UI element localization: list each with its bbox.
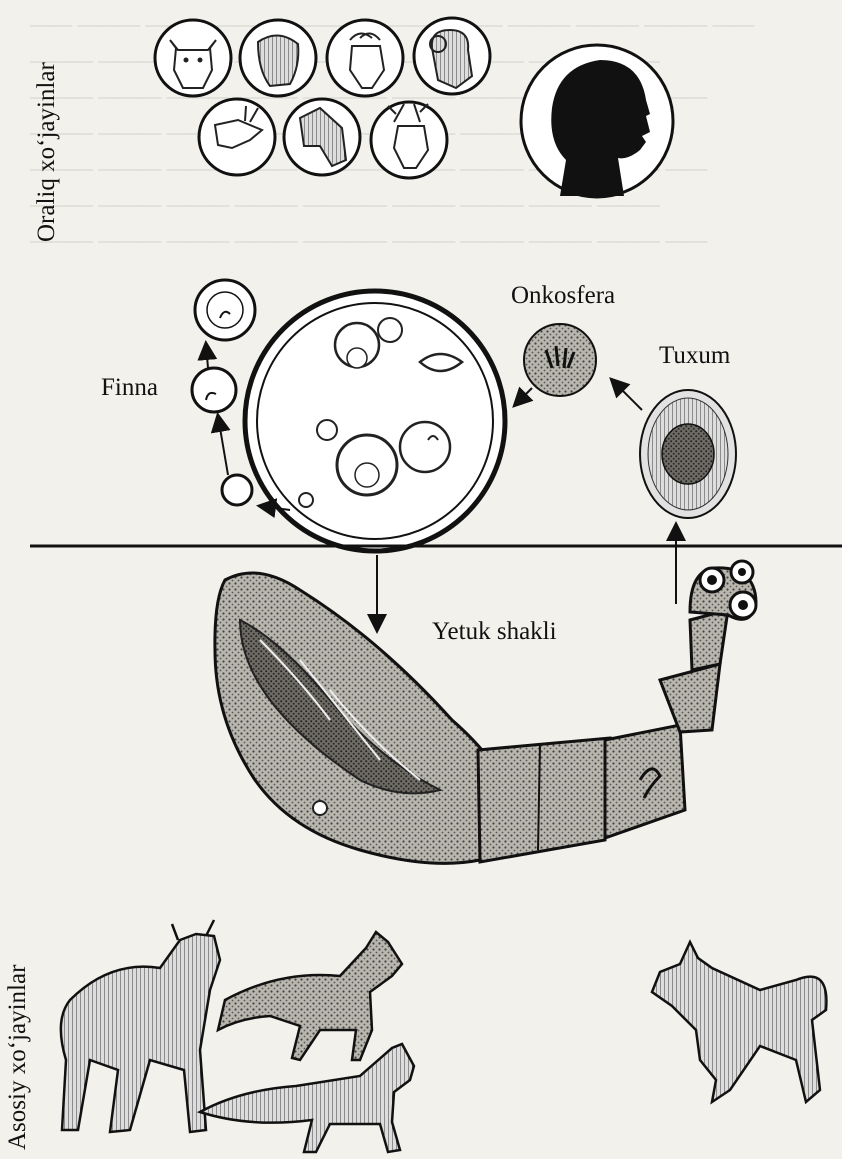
tuxum-egg: [640, 390, 736, 518]
goat-head-icon: [327, 20, 403, 96]
host-body-circle: [245, 291, 505, 551]
horse-head-icon: [284, 99, 360, 175]
definitive-host-icons: [61, 920, 827, 1152]
definitive-hosts-label: Asosiy xo‘jayinlar: [4, 965, 32, 1150]
human-head-silhouette-icon: [521, 45, 673, 197]
adult-form-label: Yetuk shakli: [432, 618, 557, 646]
finna-label: Finna: [101, 374, 158, 402]
onkosfera-label: Onkosfera: [511, 282, 615, 310]
cow-head-icon: [155, 20, 231, 96]
scolex: [690, 561, 756, 619]
jackal-icon: [218, 932, 402, 1060]
ram-head-icon: [414, 18, 490, 94]
wolf-icon: [61, 920, 220, 1132]
intermediate-hosts-label: Oraliq xo‘jayinlar: [33, 62, 61, 242]
deer-head-icon: [199, 99, 275, 175]
fox-icon: [200, 1044, 414, 1152]
adult-tapeworm: [215, 561, 756, 863]
sheep-head-icon: [240, 20, 316, 96]
reindeer-head-icon: [371, 102, 447, 178]
tuxum-label: Tuxum: [659, 342, 730, 370]
finna-cysts: [192, 280, 255, 505]
onkosfera-embryo: [524, 324, 596, 396]
intermediate-host-icons: [155, 18, 490, 178]
dog-icon: [652, 942, 826, 1102]
